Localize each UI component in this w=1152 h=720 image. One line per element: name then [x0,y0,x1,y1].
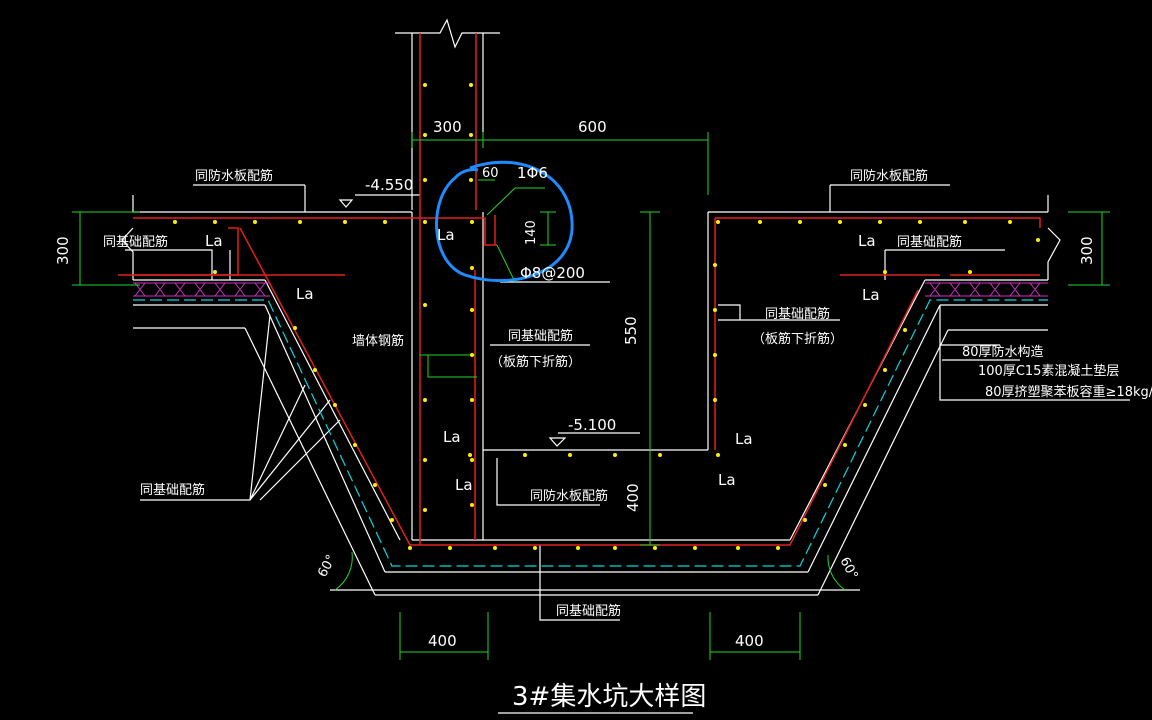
highlight-circle [435,160,574,283]
label-base-right-center: 同基础配筋 [765,306,830,322]
dim-small-140: 140 [524,220,539,245]
angle-right: 60° [836,555,860,582]
la-center-left: La [443,428,461,446]
label-wall-rebar: 墙体钢筋 [352,333,404,349]
la-center-right: La [735,430,753,448]
angle-left: 60° [315,552,339,579]
dim-bottom-right: 400 [735,632,764,650]
label-base-left-lower: 同基础配筋 [140,482,205,498]
dim-step: 600 [578,118,607,136]
label-base-left: 同基础配筋 [103,234,168,250]
la-bottom-right: La [718,471,736,489]
label-waterproof-left: 同防水板配筋 [195,168,273,184]
note-line-1: 80厚防水构造 [962,344,1044,360]
elev-top: -4.550 [365,176,413,194]
label-base-bottom: 同基础配筋 [556,603,621,619]
concrete-outline [121,18,1130,714]
drawing-texts: 300 600 60 1Φ6 -4.550 同防水板配筋 同防水板配筋 同基础配… [54,118,1152,712]
dim-small-60: 60 [482,166,499,181]
la-right-top: La [858,232,876,250]
la-left-top: La [205,232,223,250]
la-left-lower: La [296,285,314,303]
waterproof-layer [133,299,1048,567]
bar-phi8: Φ8@200 [520,264,585,282]
bar-1phi6: 1Φ6 [517,164,548,182]
label-base-center-note: （板筋下折筋） [490,354,581,370]
rebars [118,33,1041,546]
note-line-3: 80厚挤塑聚苯板容重≥18kg/m3) [985,384,1152,400]
dimensions [72,132,1110,660]
label-base-center: 同基础配筋 [508,328,573,344]
note-line-2: 100厚C15素混凝土垫层 [978,363,1119,379]
la-right-lower: La [862,286,880,304]
label-waterproof-right: 同防水板配筋 [850,168,928,184]
dim-wall-top: 300 [433,118,462,136]
label-base-right-note: （板筋下折筋） [752,331,843,347]
dim-right-side: 300 [1078,236,1096,265]
elev-bottom: -5.100 [568,416,616,434]
rebar-dots [173,83,1040,550]
la-wall: La [437,226,455,244]
insulation-hatch [133,282,1048,297]
label-waterproof-bottom: 同防水板配筋 [530,488,608,504]
label-base-right: 同基础配筋 [897,234,962,250]
dim-depth: 550 [622,316,640,345]
drawing-title: 3#集水坑大样图 [512,682,706,712]
dim-left-side: 300 [54,236,72,265]
dim-bottom-left: 400 [428,632,457,650]
dim-bottom-depth: 400 [624,483,642,512]
la-bottom-left: La [455,476,473,494]
